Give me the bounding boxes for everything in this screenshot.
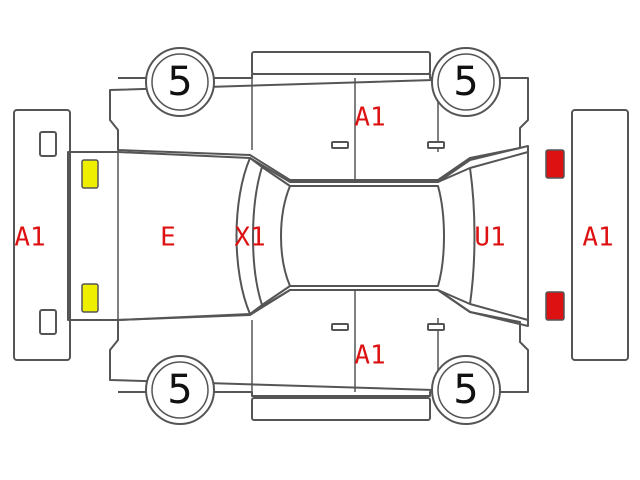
bottom-side-body <box>109 289 529 421</box>
front-left-light <box>81 159 99 189</box>
wheel-rear-right: 5 <box>431 355 501 425</box>
wheel-front-right: 5 <box>145 355 215 425</box>
mark-windshield: X1 <box>234 223 265 253</box>
mark-front-bumper: A1 <box>14 223 45 253</box>
mark-hood: E <box>160 223 176 253</box>
wheel-front-right-label: 5 <box>167 367 192 413</box>
front-right-light <box>81 283 99 313</box>
wheel-rear-left: 5 <box>431 47 501 117</box>
wheel-front-left: 5 <box>145 47 215 117</box>
car-body-top-view <box>67 145 529 327</box>
rear-bumper <box>571 109 629 361</box>
wheel-rear-left-label: 5 <box>453 59 478 105</box>
mark-rear-window: U1 <box>474 223 505 253</box>
mark-bottom-side: A1 <box>354 341 385 371</box>
top-side-body <box>109 51 529 181</box>
mark-top-side: A1 <box>354 103 385 133</box>
rear-right-light <box>545 291 565 321</box>
rear-left-light <box>545 149 565 179</box>
wheel-rear-right-label: 5 <box>453 367 478 413</box>
front-bumper <box>13 109 71 361</box>
wheel-front-left-label: 5 <box>167 59 192 105</box>
mark-rear-bumper: A1 <box>582 223 613 253</box>
